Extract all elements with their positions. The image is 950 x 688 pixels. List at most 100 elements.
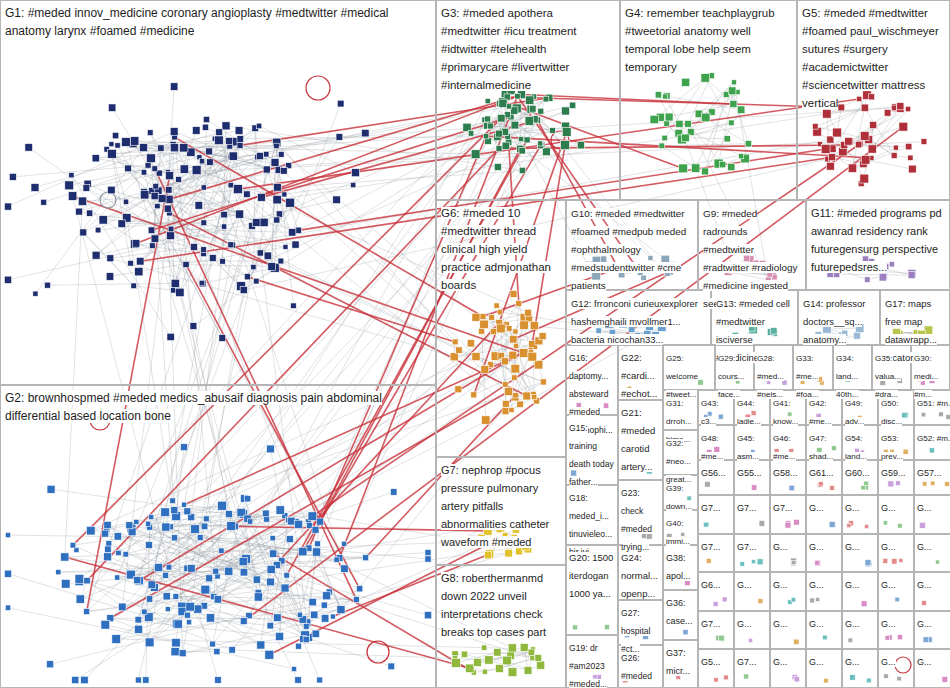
vertex-icon xyxy=(92,251,100,259)
vertex-icon xyxy=(142,609,148,615)
vertex-icon xyxy=(701,74,710,83)
tie-line xyxy=(112,125,515,154)
group-box: G... xyxy=(770,611,806,649)
group-label: G5: #meded #medtwitter #foamed paul_wisc… xyxy=(802,7,939,109)
vertex-icon xyxy=(815,560,821,566)
vertex-icon xyxy=(203,516,209,522)
vertex-icon xyxy=(4,570,11,577)
group-label: G... xyxy=(737,580,752,590)
vertex-icon xyxy=(135,677,141,683)
vertex-icon xyxy=(511,364,520,373)
vertex-icon xyxy=(540,379,546,385)
vertex-icon xyxy=(847,523,851,527)
group-box: G9: #meded radrounds #medtwitter #radtwi… xyxy=(698,200,806,290)
group-box: G... xyxy=(914,611,950,649)
vertex-icon xyxy=(135,625,143,633)
vertex-icon xyxy=(286,198,295,207)
tie-line xyxy=(83,232,133,285)
tie-line xyxy=(270,626,391,667)
group-box: G27: hospital #ct... xyxy=(618,600,663,645)
vertex-icon xyxy=(497,309,502,314)
group-label: G6: #meded 10 #medtwitter thread clinica… xyxy=(441,207,551,291)
vertex-icon xyxy=(269,550,276,557)
group-label: G46: #me... xyxy=(773,434,796,461)
group-tie-line xyxy=(312,145,858,517)
group-label: G... xyxy=(809,657,824,667)
vertex-icon xyxy=(461,651,467,657)
vertex-icon xyxy=(770,327,777,334)
vertex-icon xyxy=(870,121,877,128)
tie-line xyxy=(505,325,507,411)
vertex-icon xyxy=(170,83,178,91)
vertex-icon xyxy=(663,94,668,99)
group-tie-line xyxy=(65,557,470,668)
tie-line xyxy=(285,588,309,637)
vertex-icon xyxy=(9,173,16,180)
group-box: G... xyxy=(914,649,950,688)
vertex-icon xyxy=(829,154,836,161)
group-label: G... xyxy=(917,619,932,629)
vertex-icon xyxy=(61,579,70,588)
vertex-icon xyxy=(730,100,737,107)
group-box: G20: 1500 iterdogan 1000 ya... xyxy=(566,545,618,635)
vertex-icon xyxy=(519,349,528,358)
vertex-icon xyxy=(130,137,139,146)
group-label: G45: asm... xyxy=(737,434,759,461)
group-box: G5: #meded #medtwitter #foamed paul_wisc… xyxy=(797,0,950,200)
tie-line xyxy=(92,530,286,575)
group-label: G44: ladie... xyxy=(737,399,761,426)
vertex-icon xyxy=(181,444,188,451)
vertex-icon xyxy=(897,676,902,681)
vertex-icon xyxy=(278,258,284,264)
vertex-icon xyxy=(206,576,213,583)
group-label: G... xyxy=(917,503,932,513)
group-label: G33: #me... #foa... xyxy=(796,354,819,399)
vertex-icon xyxy=(267,622,274,629)
vertex-icon xyxy=(333,196,341,204)
vertex-icon xyxy=(543,96,549,102)
vertex-icon xyxy=(506,326,512,332)
vertex-icon xyxy=(425,556,431,562)
vertex-icon xyxy=(309,598,316,605)
vertex-icon xyxy=(488,123,494,129)
vertex-icon xyxy=(480,313,486,319)
group-box: G46: #me... xyxy=(770,425,806,460)
vertex-icon xyxy=(65,181,74,190)
vertex-icon xyxy=(257,193,265,201)
vertex-icon xyxy=(192,127,200,135)
vertex-icon xyxy=(864,524,868,528)
vertex-icon xyxy=(195,202,203,210)
vertex-icon xyxy=(81,676,89,684)
vertex-icon xyxy=(213,568,219,574)
vertex-icon xyxy=(237,142,243,148)
edge-layer xyxy=(8,76,924,680)
vertex-icon xyxy=(424,611,431,618)
vertex-icon xyxy=(263,166,270,173)
vertex-icon xyxy=(227,522,236,531)
vertex-icon xyxy=(942,677,948,683)
tie-line xyxy=(110,258,454,356)
self-loop xyxy=(306,76,330,100)
vertex-icon xyxy=(482,645,487,650)
vertex-icon xyxy=(155,203,160,208)
vertex-icon xyxy=(751,485,756,490)
vertex-icon xyxy=(450,353,458,361)
vertex-icon xyxy=(203,116,209,122)
vertex-icon xyxy=(687,496,691,500)
group-label: G19: dr #am2023 #meded... xyxy=(569,643,607,688)
vertex-icon xyxy=(509,407,514,412)
vertex-icon xyxy=(866,561,872,567)
tie-line xyxy=(184,214,239,505)
tie-line xyxy=(174,140,219,290)
group-label: G39: down... xyxy=(666,484,692,511)
vertex-icon xyxy=(506,104,511,109)
vertex-icon xyxy=(388,663,395,670)
vertex-icon xyxy=(321,615,329,623)
group-box: G13: #meded cell #medtwitter isciverse #… xyxy=(711,290,798,345)
vertex-icon xyxy=(451,658,460,667)
vertex-icon xyxy=(44,282,50,288)
group-label: G42: #me... xyxy=(809,399,832,426)
group-box: G37: micr... xyxy=(663,640,698,688)
vertex-icon xyxy=(682,78,690,86)
vertex-icon xyxy=(822,110,831,119)
